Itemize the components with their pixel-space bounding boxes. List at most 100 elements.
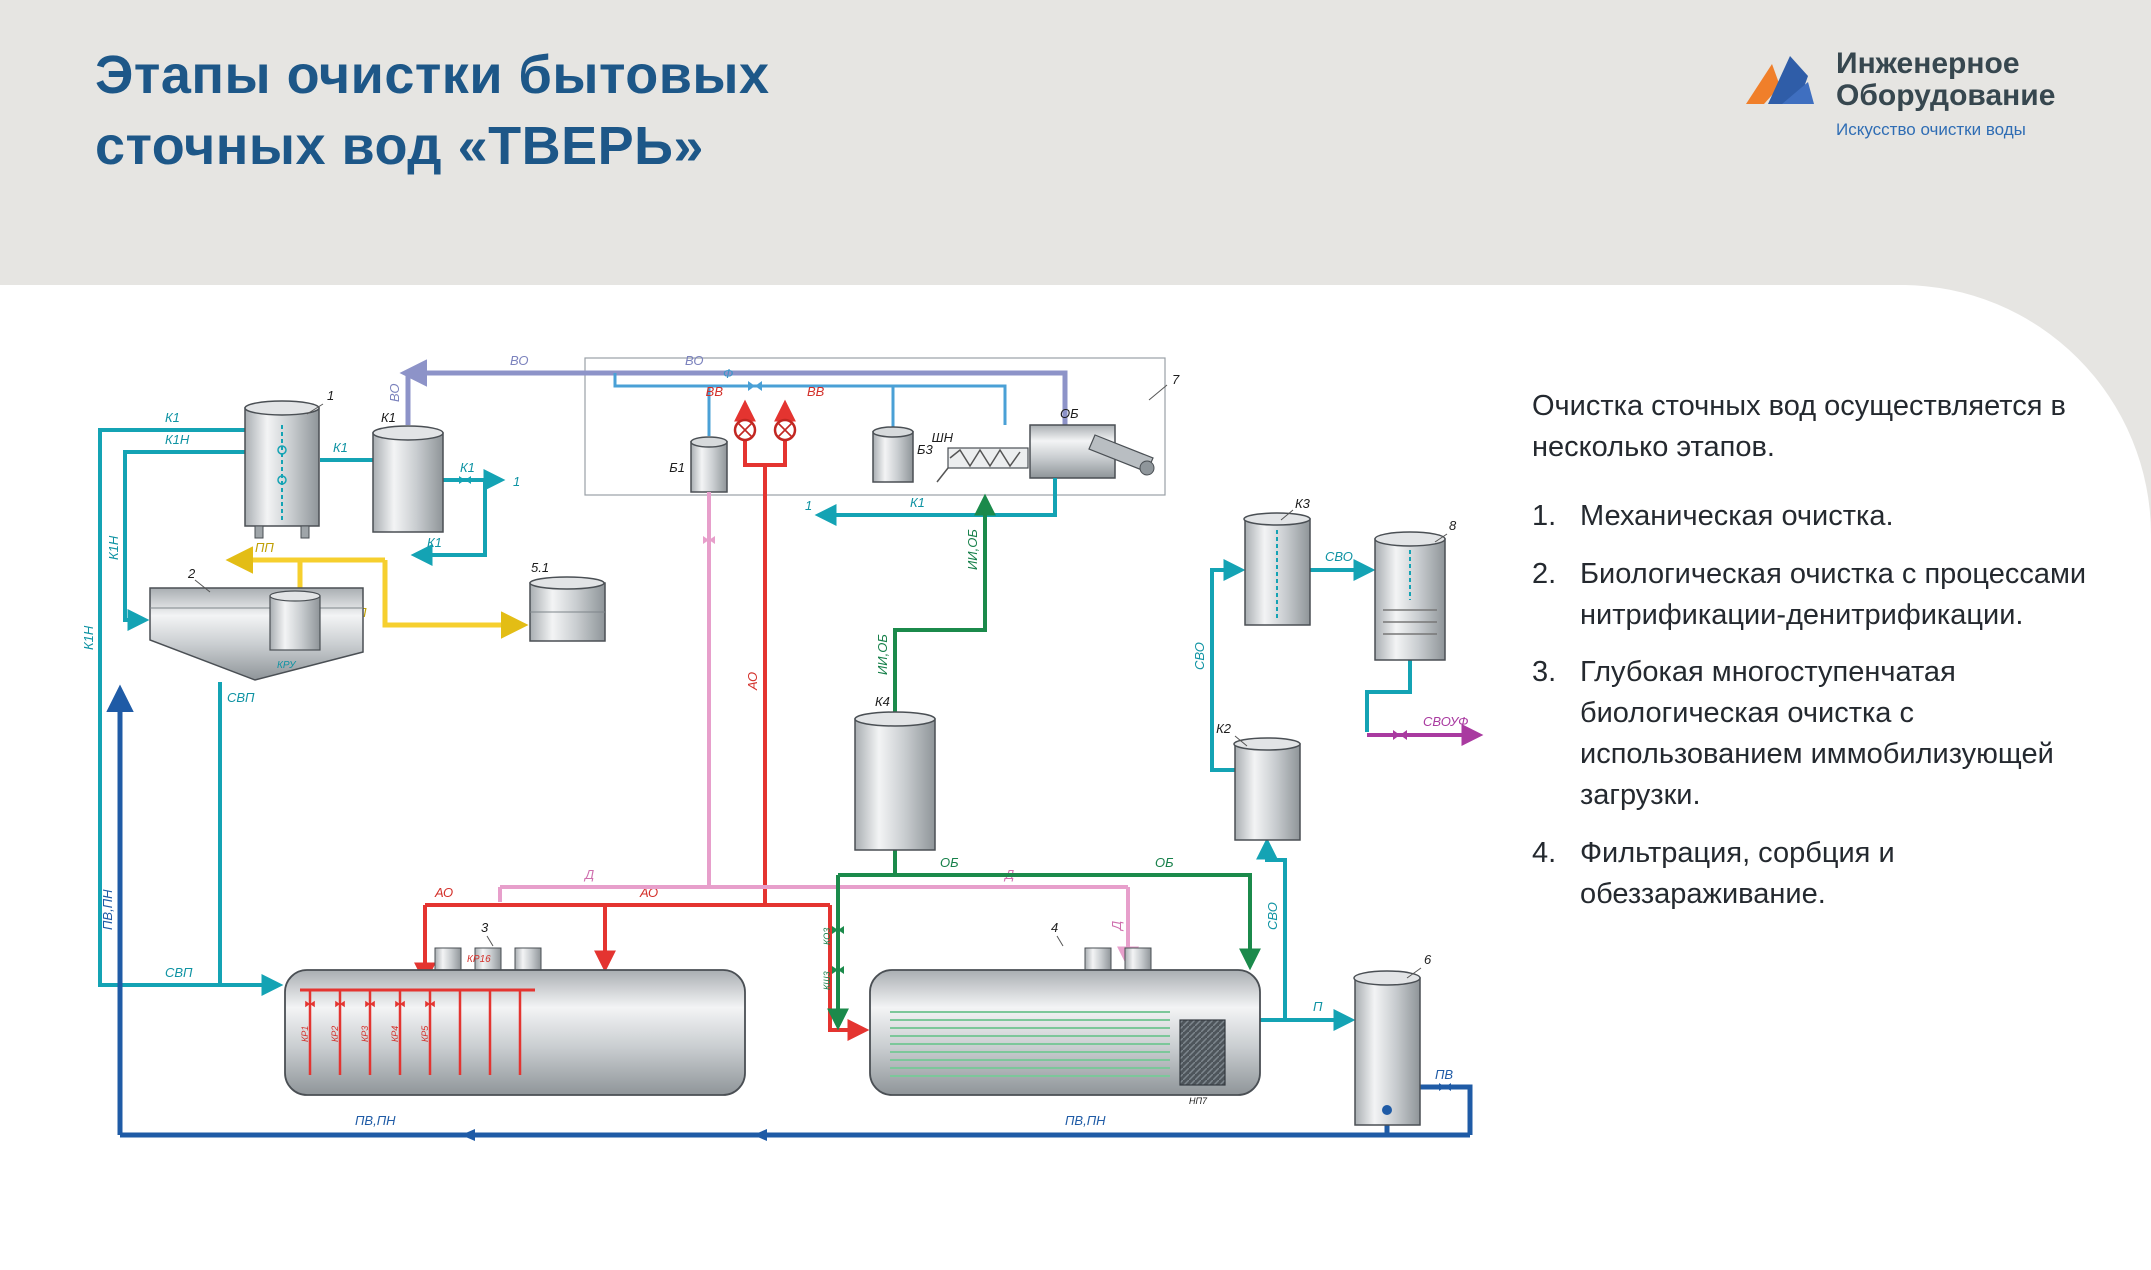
return-pipes-pv-pn <box>106 684 1473 1138</box>
stage-text: Фильтрация, сорбция и обеззараживание. <box>1580 836 1895 910</box>
label-k4: К4 <box>875 694 890 709</box>
label-k1: К1 <box>910 495 925 510</box>
label-pp: ПП <box>255 540 274 555</box>
valve-pv <box>1439 1083 1451 1091</box>
label-svouf: СВОУФ <box>1423 714 1469 729</box>
stage-number: 4. <box>1532 836 1557 869</box>
label-ko3: КО3 <box>822 928 832 945</box>
label-pos7: 7 <box>1172 372 1180 387</box>
stage-number: 1. <box>1532 500 1557 533</box>
label-pos8: 8 <box>1449 518 1457 533</box>
logo-mark-icon <box>1746 56 1814 104</box>
label-pos6: 6 <box>1424 952 1432 967</box>
label-k1-tank: К1 <box>381 410 396 425</box>
page-title-line2: сточных вод «ТВЕРЬ» <box>95 116 704 177</box>
bio-tank-4: 4 НП7 <box>869 920 1261 1106</box>
well-k1: К1 <box>372 410 444 533</box>
label-d: Д <box>583 867 594 882</box>
label-p: П <box>1313 999 1323 1014</box>
label-b1: Б1 <box>669 460 685 475</box>
dewatering-unit-boundary: 7 <box>584 357 1180 496</box>
reagent-tank-b1: Б1 <box>669 436 728 493</box>
logo-text: Инженерное Оборудование Искусство очистк… <box>1836 47 2056 140</box>
label-vo: ВО <box>387 384 402 403</box>
filter-unit-8: 8 <box>1374 518 1457 661</box>
stages-intro: Очистка сточных вод осуществляется в нес… <box>1532 390 2066 464</box>
label-np7: НП7 <box>1189 1096 1208 1106</box>
stages-text-block: Очистка сточных вод осуществляется в нес… <box>1532 386 2092 931</box>
label-svp: СВП <box>165 965 193 980</box>
label-vv: ВВ <box>706 384 724 399</box>
label-d: Д <box>1109 921 1124 932</box>
label-pos2: 2 <box>187 566 196 581</box>
air-pipes-ao <box>414 399 870 1041</box>
dosing-pipes-d <box>498 492 1139 969</box>
screw-conveyor-shn: ШН <box>932 430 1029 483</box>
page-title-line1: Этапы очистки бытовых <box>95 45 770 105</box>
stage-number: 2. <box>1532 557 1557 590</box>
label-vo: ВО <box>510 353 529 368</box>
flow-arrow <box>753 1129 767 1141</box>
label-k3: К3 <box>1295 496 1311 511</box>
sewage-pipes-k1 <box>98 428 1412 1031</box>
logo-name-line1: Инженерное <box>1836 47 2020 80</box>
vent-pipes-vo <box>399 359 1068 425</box>
label-svo: СВО <box>1265 902 1280 930</box>
dewatering-press-ob: ОБ <box>1029 406 1155 479</box>
aeration-tank-3: КР1 КР2 КР3 КР4 КР5 КР16 3 <box>284 920 746 1096</box>
label-f: Ф <box>723 366 733 381</box>
label-vv: ВВ <box>807 384 825 399</box>
stage-item-2: 2. Биологическая очистка с процессами ни… <box>1532 554 2092 636</box>
flocculant-pipes-f <box>613 373 1007 436</box>
well-k3: К3 <box>1243 496 1311 626</box>
label-svo: СВО <box>1325 549 1353 564</box>
stage-item-4: 4. Фильтрация, сорбция и обеззараживание… <box>1532 833 2092 915</box>
label-kr4: КР4 <box>390 1026 400 1042</box>
label-kr16: КР16 <box>467 954 491 965</box>
logo-name-line2: Оборудование <box>1836 79 2056 113</box>
label-flag1: 1 <box>513 474 520 489</box>
label-pv-pn: ПВ,ПН <box>1065 1113 1106 1128</box>
label-k1n: К1Н <box>81 625 96 650</box>
label-pv: ПВ <box>1435 1067 1453 1082</box>
label-ob: ОБ <box>1155 855 1174 870</box>
page-title: Этапы очистки бытовых сточных вод «ТВЕРЬ… <box>95 40 1295 183</box>
label-ao: АО <box>434 885 453 900</box>
stage-item-3: 3. Глубокая многоступенчатая биологическ… <box>1532 652 2092 817</box>
label-ii-ob: ИИ,ОБ <box>965 529 980 570</box>
label-svo: СВО <box>1192 642 1207 670</box>
stage-text: Глубокая многоступенчатая биологическая … <box>1580 655 2054 812</box>
stage-number: 3. <box>1532 655 1557 688</box>
valve-d <box>703 536 715 544</box>
label-ksh3: КШ3 <box>822 971 832 990</box>
valve-svouf <box>1393 730 1407 740</box>
label-ob-unit: ОБ <box>1060 406 1079 421</box>
well-k2: К2 <box>1216 721 1301 841</box>
label-pos51: 5.1 <box>531 560 549 575</box>
label-kr2: КР2 <box>330 1026 340 1042</box>
process-diagram-svg: 7 ВО ВО ВО Ф ВВ ВВ АО АО АО Б1 <box>81 353 1484 1141</box>
reagent-tank-b3: Б3 <box>872 426 933 483</box>
label-ob: ОБ <box>940 855 959 870</box>
label-svp: СВП <box>227 690 255 705</box>
label-kr3: КР3 <box>360 1026 370 1042</box>
label-pos1: 1 <box>327 388 334 403</box>
company-logo: Инженерное Оборудование Искусство очистк… <box>1742 47 2056 140</box>
label-ao: АО <box>745 672 760 691</box>
label-shn: ШН <box>932 430 954 445</box>
label-flag1: 1 <box>805 498 812 513</box>
logo-tagline: Искусство очистки воды <box>1836 119 2026 139</box>
label-k1: К1 <box>333 440 348 455</box>
valve-k1 <box>459 476 471 484</box>
process-diagram: 7 ВО ВО ВО Ф ВВ ВВ АО АО АО Б1 <box>55 330 1515 1190</box>
flow-arrow <box>461 1129 475 1141</box>
primary-settler-2: 2 КРУ <box>149 566 364 681</box>
stage-item-1: 1. Механическая очистка. <box>1532 496 2092 537</box>
valve-f <box>748 381 762 391</box>
receiving-tank-1: 1 <box>244 388 334 539</box>
label-vo: ВО <box>685 353 704 368</box>
label-kr5: КР5 <box>420 1025 430 1042</box>
stage-text: Механическая очистка. <box>1580 500 1894 533</box>
clean-water-tank-6: 6 <box>1353 952 1432 1126</box>
label-pos3: 3 <box>481 920 489 935</box>
